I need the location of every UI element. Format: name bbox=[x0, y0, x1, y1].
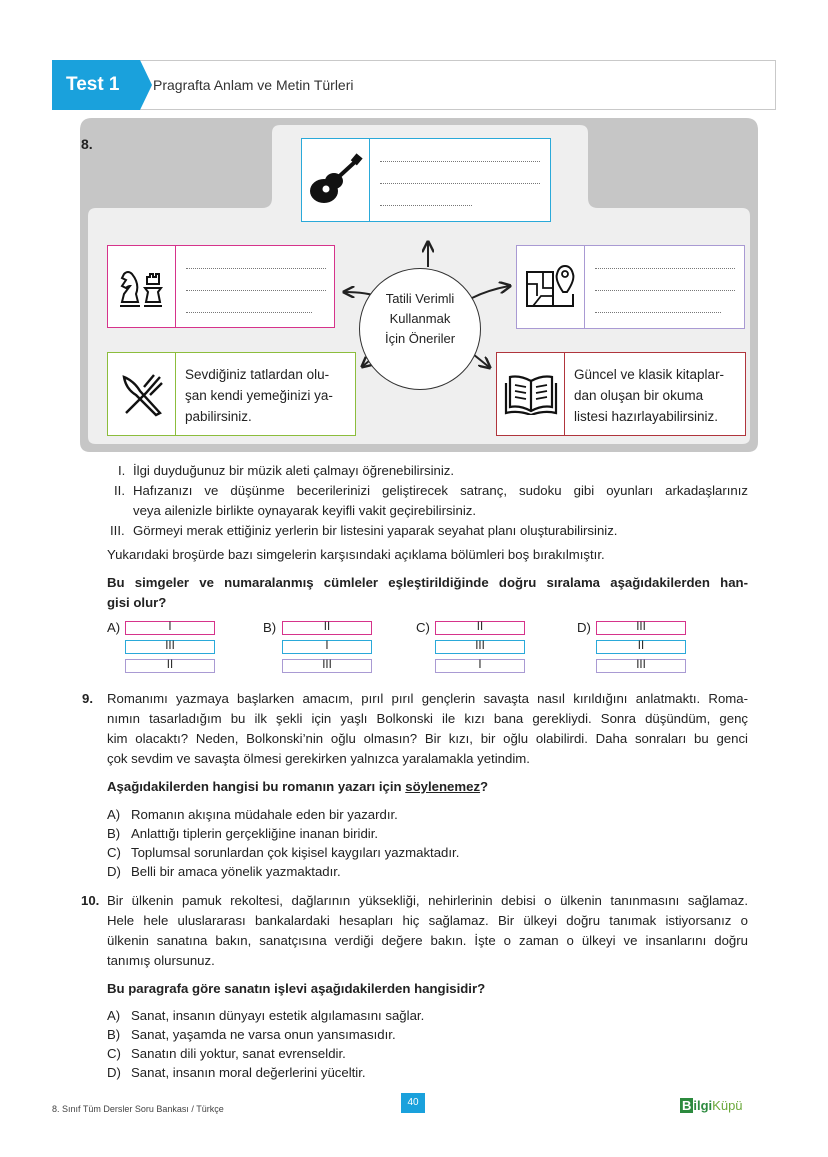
q9-question: Aşağıdakilerden hangisi bu romanın yazar… bbox=[107, 777, 488, 796]
q10-option-c-text[interactable]: Sanatın dili yoktur, sanat evrenseldir. bbox=[131, 1046, 346, 1061]
blank-line bbox=[380, 183, 540, 184]
q9-line-3: kim olacaktı? Neden, Bolkonski’nin oğlu … bbox=[107, 731, 748, 746]
blank-line bbox=[186, 268, 326, 269]
blank-line bbox=[595, 290, 735, 291]
brand-logo-b: B bbox=[680, 1098, 694, 1113]
statement-3-text: Görmeyi merak ettiğiniz yerlerin bir lis… bbox=[133, 523, 618, 538]
q8-option-c-row-3: I bbox=[435, 659, 525, 673]
q9-option-b-text[interactable]: Anlattığı tiplerin gerçekliğine inanan b… bbox=[131, 826, 379, 841]
q10-option-c-label[interactable]: C) bbox=[107, 1046, 121, 1061]
q9-question-pre: Aşağıdakilerden hangisi bu romanın yazar… bbox=[107, 779, 406, 794]
q8-option-d-row-1: III bbox=[596, 621, 686, 635]
q8-option-b-row-3: III bbox=[282, 659, 372, 673]
guitar-box bbox=[301, 138, 551, 222]
q8-option-b-row-2: I bbox=[282, 640, 372, 654]
q9-line-2: nımın tasarladığım bu ilk şekli için yaş… bbox=[107, 711, 748, 726]
q8-question-line-1: Bu simgeler ve numaralanmış cümleler eşl… bbox=[107, 575, 748, 590]
q8-option-b-label[interactable]: B) bbox=[263, 620, 277, 635]
q10-option-a-label[interactable]: A) bbox=[107, 1008, 121, 1023]
brand-logo-kupu: Küpü bbox=[712, 1098, 743, 1113]
center-text: Tatili Verimli Kullanmak İçin Öneriler bbox=[360, 289, 480, 349]
q8-option-d-row-2: II bbox=[596, 640, 686, 654]
q10-option-a-text[interactable]: Sanat, insanın dünyayı estetik algılamas… bbox=[131, 1008, 425, 1023]
q10-option-b-text[interactable]: Sanat, yaşamda ne varsa onun yansımasıdı… bbox=[131, 1027, 396, 1042]
q8-intro: Yukarıdaki broşürde bazı simgelerin karş… bbox=[107, 547, 605, 562]
books-text-3: listesi hazırlayabilirsiniz. bbox=[574, 409, 719, 424]
fork-knife-icon bbox=[122, 374, 163, 417]
q8-option-a-row-3: II bbox=[125, 659, 215, 673]
statement-1-text: İlgi duyduğunuz bir müzik aleti çalmayı … bbox=[133, 463, 455, 478]
food-text-3: pabilirsiniz. bbox=[185, 409, 252, 424]
q9-option-d-text[interactable]: Belli bir amaca yönelik yazmaktadır. bbox=[131, 864, 341, 879]
arrows bbox=[0, 0, 828, 470]
q9-option-d-label[interactable]: D) bbox=[107, 864, 121, 879]
q9-option-b-label[interactable]: B) bbox=[107, 826, 121, 841]
food-text-1: Sevdiğiniz tatlardan olu- bbox=[185, 367, 330, 382]
statement-2-text-cont: veya ailenizle birlikte oynayarak keyifl… bbox=[133, 503, 477, 518]
q8-option-b-row-1: II bbox=[282, 621, 372, 635]
q9-question-underlined: söylenemez bbox=[405, 779, 481, 794]
center-line-1: Tatili Verimli bbox=[385, 291, 455, 306]
q10-option-d-text[interactable]: Sanat, insanın moral değerlerini yücelti… bbox=[131, 1065, 366, 1080]
footer-book-title: 8. Sınıf Tüm Dersler Soru Bankası / Türk… bbox=[52, 1104, 224, 1114]
statement-2-num: II. bbox=[114, 483, 125, 498]
food-text-2: şan kendi yemeğinizi ya- bbox=[185, 388, 333, 403]
center-line-2: Kullanmak bbox=[389, 311, 451, 326]
q8-option-c-row-2: III bbox=[435, 640, 525, 654]
books-text-1: Güncel ve klasik kitaplar- bbox=[574, 367, 725, 382]
q8-option-d-label[interactable]: D) bbox=[577, 620, 591, 635]
q8-option-c-label[interactable]: C) bbox=[416, 620, 430, 635]
q9-option-c-label[interactable]: C) bbox=[107, 845, 121, 860]
blank-line bbox=[595, 268, 735, 269]
blank-line bbox=[186, 290, 326, 291]
q10-line-1: Bir ülkenin pamuk rekoltesi, dağlarının … bbox=[107, 893, 748, 908]
blank-line bbox=[595, 312, 721, 313]
test-label: Test 1 bbox=[66, 74, 120, 95]
q8-option-c-row-1: II bbox=[435, 621, 525, 635]
q8-option-a-row-2: III bbox=[125, 640, 215, 654]
q9-question-post: ? bbox=[480, 779, 489, 794]
book-icon bbox=[504, 375, 558, 415]
test-tab: Test 1 bbox=[52, 60, 152, 110]
page-number: 40 bbox=[401, 1093, 425, 1113]
center-circle: Tatili Verimli Kullanmak İçin Öneriler bbox=[359, 268, 481, 390]
statement-3-num: III. bbox=[110, 523, 125, 538]
question-9-number: 9. bbox=[82, 691, 93, 706]
map-box bbox=[516, 245, 745, 329]
blank-line bbox=[380, 161, 540, 162]
question-8-number: 8. bbox=[81, 136, 93, 152]
books-box: Güncel ve klasik kitaplar- dan oluşan bi… bbox=[496, 352, 746, 436]
q8-option-a-label[interactable]: A) bbox=[107, 620, 121, 635]
header-subtitle: Pragrafta Anlam ve Metin Türleri bbox=[153, 77, 354, 93]
q8-option-d-row-3: III bbox=[596, 659, 686, 673]
center-line-3: İçin Öneriler bbox=[384, 331, 456, 346]
guitar-icon bbox=[310, 153, 363, 203]
map-icon bbox=[526, 264, 575, 307]
q10-line-4: tanımış olursunuz. bbox=[107, 953, 215, 968]
chess-box bbox=[107, 245, 335, 328]
blank-line bbox=[186, 312, 312, 313]
q10-line-2: Hele hele uluslararası bankalardaki hesa… bbox=[107, 913, 748, 928]
q9-line-1: Romanımı yazmaya başlarken amacım, pırıl… bbox=[107, 691, 748, 706]
q8-option-a-row-1: I bbox=[125, 621, 215, 635]
books-text-2: dan oluşan bir okuma bbox=[574, 388, 704, 403]
q10-option-b-label[interactable]: B) bbox=[107, 1027, 121, 1042]
chess-icon bbox=[120, 271, 163, 307]
q9-option-a-label[interactable]: A) bbox=[107, 807, 121, 822]
q9-option-c-text[interactable]: Toplumsal sorunlardan çok kişisel kaygıl… bbox=[131, 845, 460, 860]
brand-logo-bilgi: ilgi bbox=[693, 1098, 713, 1113]
blank-line bbox=[380, 205, 472, 206]
statement-2-text: Hafızanızı ve düşünme becerilerinizi gel… bbox=[133, 483, 748, 498]
q10-question: Bu paragrafa göre sanatın işlevi aşağıda… bbox=[107, 981, 486, 996]
statement-1-num: I. bbox=[118, 463, 126, 478]
food-box: Sevdiğiniz tatlardan olu- şan kendi yeme… bbox=[107, 352, 356, 436]
q9-line-4: çok sevdim ve savaşta ölmesi gerekirken … bbox=[107, 751, 530, 766]
q9-option-a-text[interactable]: Romanın akışına müdahale eden bir yazard… bbox=[131, 807, 398, 822]
q10-option-d-label[interactable]: D) bbox=[107, 1065, 121, 1080]
q10-line-3: ülkenin sanatına bakın, sanatçısına verd… bbox=[107, 933, 748, 948]
question-10-number: 10. bbox=[81, 893, 100, 908]
q8-question-line-2: gisi olur? bbox=[107, 595, 167, 610]
